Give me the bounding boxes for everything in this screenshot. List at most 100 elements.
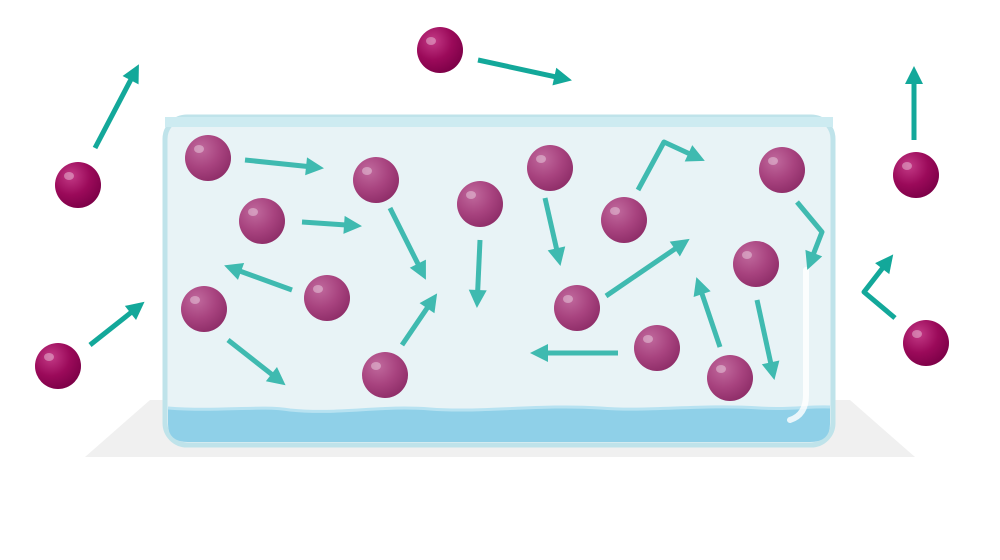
arrow-icon (542, 197, 566, 266)
particle-icon (417, 27, 463, 73)
particle-icon (903, 320, 949, 366)
particle-icon (759, 147, 805, 193)
particle-icon (601, 197, 647, 243)
arrow-head (265, 367, 286, 386)
particle-body (181, 286, 227, 332)
arrow-icon (604, 238, 690, 299)
particle-body (362, 352, 408, 398)
arrow-icon (301, 215, 362, 234)
particles (35, 27, 949, 401)
particle-icon (304, 275, 350, 321)
arrow-icon (693, 277, 723, 348)
arrow-shaft (226, 338, 277, 379)
arrow-icon (92, 64, 139, 150)
arrow-icon (226, 338, 286, 386)
arrow-shaft (301, 219, 349, 228)
particle-icon (457, 181, 503, 227)
particle-highlight (610, 207, 620, 215)
particle-body (239, 198, 285, 244)
particle-icon (733, 241, 779, 287)
particle-highlight (248, 208, 258, 216)
arrow-shaft (399, 303, 432, 347)
arrow-shaft (795, 200, 825, 258)
particle-highlight (426, 37, 436, 45)
arrow-head (684, 145, 705, 162)
particle-highlight (313, 285, 323, 293)
particle-icon (35, 343, 81, 389)
particle-body (634, 325, 680, 371)
arrow-head (343, 215, 362, 234)
particle-icon (554, 285, 600, 331)
particle-icon (362, 352, 408, 398)
particle-body (417, 27, 463, 73)
arrow-head (669, 238, 690, 257)
arrow-shaft (244, 157, 311, 170)
arrow-head (224, 263, 245, 280)
arrow-shaft (754, 299, 774, 367)
arrow-head (761, 360, 780, 380)
arrow-head (905, 66, 923, 84)
particle-body (185, 135, 231, 181)
particle-icon (634, 325, 680, 371)
arrow-head (305, 157, 324, 176)
particle-body (733, 241, 779, 287)
arrow-head (805, 249, 823, 270)
particle-body (707, 355, 753, 401)
particle-body (759, 147, 805, 193)
arrow-shaft (477, 57, 559, 80)
arrow-head (875, 254, 894, 275)
particle-highlight (742, 251, 752, 259)
particle-icon (185, 135, 231, 181)
arrow-shaft (604, 244, 680, 299)
particle-body (304, 275, 350, 321)
container-rim (165, 117, 833, 127)
particle-highlight (466, 191, 476, 199)
particle-icon (55, 162, 101, 208)
particle-body (601, 197, 647, 243)
arrow-icon (861, 254, 897, 320)
arrow-head (468, 289, 487, 308)
arrow-icon (468, 239, 487, 308)
arrow-head (530, 344, 548, 362)
particle-highlight (44, 353, 54, 361)
arrow-head (547, 246, 566, 266)
arrow-shaft (698, 289, 723, 348)
arrow-head (693, 277, 711, 298)
particle-highlight (190, 296, 200, 304)
arrow-icon (224, 263, 293, 293)
liquid (168, 406, 830, 442)
particle-icon (527, 145, 573, 191)
particle-highlight (643, 335, 653, 343)
velocity-arrows (88, 57, 923, 386)
arrow-icon (399, 293, 438, 347)
arrow-shaft (387, 206, 422, 269)
particle-highlight (768, 157, 778, 165)
arrow-shaft (542, 197, 560, 253)
particle-icon (353, 157, 399, 203)
particle-icon (707, 355, 753, 401)
particle-body (353, 157, 399, 203)
particle-highlight (536, 155, 546, 163)
particle-highlight (362, 167, 372, 175)
arrow-head (552, 67, 572, 86)
particle-highlight (912, 330, 922, 338)
arrow-icon (88, 301, 145, 347)
particle-body (893, 152, 939, 198)
arrow-head (124, 301, 145, 320)
particle-highlight (716, 365, 726, 373)
particle-body (457, 181, 503, 227)
particle-icon (239, 198, 285, 244)
arrow-head (419, 293, 438, 314)
particle-highlight (371, 362, 381, 370)
arrow-shaft (236, 267, 293, 293)
particle-body (55, 162, 101, 208)
particle-body (903, 320, 949, 366)
arrow-icon (530, 344, 618, 362)
arrow-shaft (92, 75, 135, 150)
arrow-shaft (635, 139, 694, 192)
glass-highlight (787, 267, 809, 423)
particle-body (554, 285, 600, 331)
arrow-head (409, 259, 426, 280)
particle-body (527, 145, 573, 191)
arrow-icon (244, 157, 324, 176)
